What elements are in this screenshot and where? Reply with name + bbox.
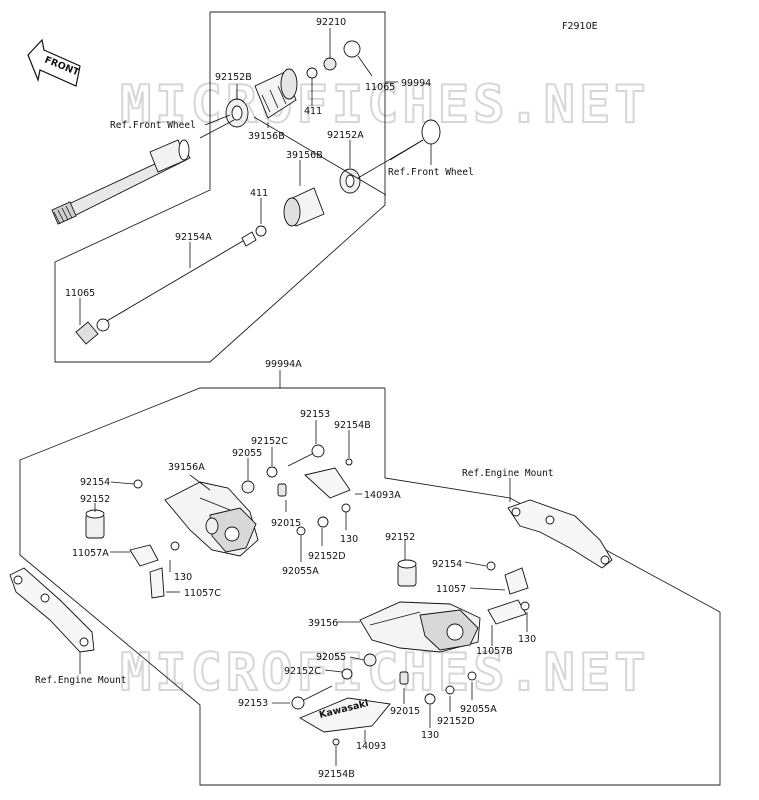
bracket-11057 <box>486 561 530 625</box>
label-39156B-mid: 39156B <box>286 150 323 161</box>
label-92154-left: 92154 <box>80 477 110 488</box>
plate-14093: Kawasaki <box>298 697 391 733</box>
label-11057B: 11057B <box>476 646 513 657</box>
label-92154-right: 92154 <box>432 559 462 570</box>
slider-39156B-top <box>225 40 361 128</box>
label-39156B-top: 39156B <box>248 131 285 142</box>
figure-code: F2910E <box>562 21 598 32</box>
label-92055A-low: 92055A <box>460 704 497 715</box>
label-92015-low: 92015 <box>390 706 420 717</box>
label-11057: 11057 <box>436 584 466 595</box>
label-130-c: 130 <box>518 634 536 645</box>
label-130-a: 130 <box>340 534 358 545</box>
label-11057A: 11057A <box>72 548 109 559</box>
label-92152-right: 92152 <box>385 532 415 543</box>
engine-mount-right <box>507 499 613 569</box>
label-11057C: 11057C <box>184 588 221 599</box>
label-130-d: 130 <box>421 730 439 741</box>
label-ref-engine-mount-right: Ref.Engine Mount <box>462 468 554 479</box>
label-99994: 99994 <box>401 78 431 89</box>
label-ref-front-wheel-right: Ref.Front Wheel <box>388 167 474 178</box>
label-11065-low: 11065 <box>65 288 95 299</box>
label-92154A: 92154A <box>175 232 212 243</box>
label-92152C-low: 92152C <box>284 666 321 677</box>
watermark-top: MICROFICHES.NET <box>120 75 650 135</box>
label-92153-low: 92153 <box>238 698 268 709</box>
label-14093A: 14093A <box>364 490 401 501</box>
spacer-92152-left <box>85 509 105 539</box>
leaders-bottom <box>79 420 528 766</box>
frame-99994A <box>19 387 721 786</box>
label-92152-left: 92152 <box>80 494 110 505</box>
label-92154B-low: 92154B <box>318 769 355 780</box>
label-92210: 92210 <box>316 17 346 28</box>
label-92152C-top: 92152C <box>251 436 288 447</box>
label-92152D-top: 92152D <box>308 551 346 562</box>
slider-39156A <box>164 481 259 557</box>
bolt-92153-top <box>241 444 353 536</box>
leaders-top <box>79 28 432 325</box>
label-92152A: 92152A <box>327 130 364 141</box>
bolt-92154A <box>75 231 257 345</box>
label-411-top: 411 <box>304 106 322 117</box>
label-130-b: 130 <box>174 572 192 583</box>
label-92015-top: 92015 <box>271 518 301 529</box>
label-92152B: 92152B <box>215 72 252 83</box>
frame-99994 <box>54 11 386 363</box>
front-arrow-icon: FRONT <box>27 38 81 87</box>
watermark-bottom: MICROFICHES.NET <box>120 643 650 703</box>
label-92152D-low: 92152D <box>437 716 475 727</box>
label-92055-low: 92055 <box>316 652 346 663</box>
slider-39156B-mid <box>255 119 441 237</box>
bracket-11057A <box>129 479 180 599</box>
label-92055A-top: 92055A <box>282 566 319 577</box>
label-411-mid: 411 <box>250 188 268 199</box>
label-99994A: 99994A <box>265 359 302 370</box>
bolt-92153-low <box>291 653 477 746</box>
label-11065-top: 11065 <box>365 82 395 93</box>
engine-mount-left <box>9 567 95 653</box>
slider-39156 <box>359 559 481 653</box>
label-ref-engine-mount-left: Ref.Engine Mount <box>35 675 127 686</box>
label-39156A: 39156A <box>168 462 205 473</box>
label-39156: 39156 <box>308 618 338 629</box>
label-ref-front-wheel-left: Ref.Front Wheel <box>110 120 196 131</box>
front-axle <box>51 139 191 225</box>
label-92055-top: 92055 <box>232 448 262 459</box>
label-14093: 14093 <box>356 741 386 752</box>
label-92154B-top: 92154B <box>334 420 371 431</box>
label-92153-top: 92153 <box>300 409 330 420</box>
